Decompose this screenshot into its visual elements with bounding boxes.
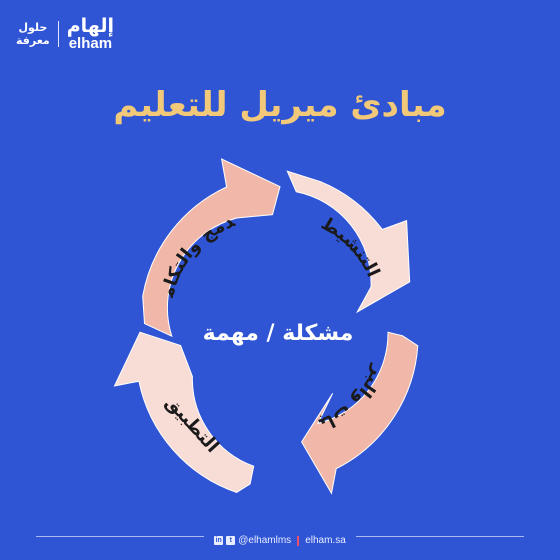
brand-name-arabic: إلهام — [66, 15, 114, 37]
twitter-icon[interactable]: t — [226, 536, 236, 545]
tagline-line1: حلول — [18, 20, 48, 34]
website-link[interactable]: elham.sa — [305, 535, 346, 546]
tagline-line2: معرفة — [16, 33, 50, 47]
stage-label-integration: الدمج والتكامل — [0, 0, 238, 300]
linkedin-icon[interactable]: in — [214, 536, 224, 545]
footer-divider-left — [36, 536, 204, 537]
cycle-arrows — [113, 158, 419, 495]
social-handle[interactable]: @elhamlms — [238, 535, 292, 546]
brand-name: إلهام elham — [67, 16, 114, 51]
footer: in t @elhamlms elham.sa — [0, 535, 560, 546]
page-title: مبادئ ميريل للتعليم — [113, 85, 447, 125]
brand-logo: حلول معرفة إلهام elham — [16, 16, 114, 51]
stage-arrow-activation — [286, 170, 411, 314]
brand-tagline: حلول معرفة — [16, 20, 59, 47]
footer-separator — [297, 535, 300, 546]
center-label: مشكلة / مهمة — [203, 321, 354, 346]
footer-divider-right — [356, 536, 524, 537]
stage-arrow-application — [113, 331, 255, 493]
stage-arrow-demonstration — [301, 331, 419, 495]
stage-arrow-integration — [142, 158, 281, 338]
brand-name-english: elham — [68, 35, 113, 52]
